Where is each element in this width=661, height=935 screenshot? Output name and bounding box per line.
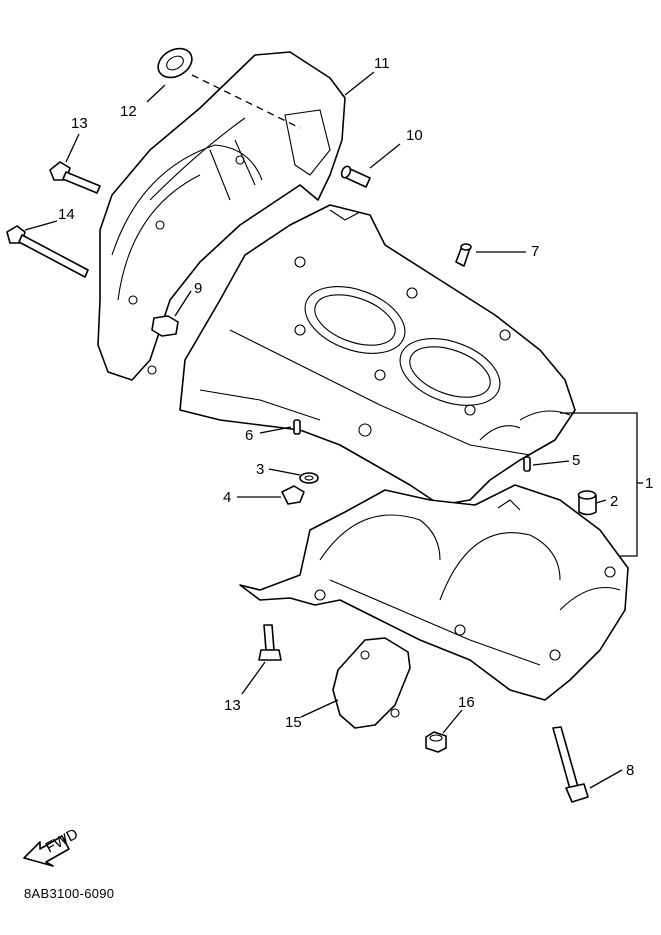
collar-9 <box>151 315 179 337</box>
callout-10: 10 <box>406 127 423 144</box>
crankcase-cover <box>97 51 346 381</box>
stud-bolt-7 <box>455 243 472 267</box>
bolt-13-upper <box>49 161 101 194</box>
pin-5 <box>523 456 531 472</box>
bolt-14 <box>6 225 89 278</box>
callout-9: 9 <box>194 280 202 297</box>
callout-5: 5 <box>572 452 580 469</box>
washer-3 <box>299 472 319 484</box>
callout-2: 2 <box>610 493 618 510</box>
bolt-4 <box>281 485 305 505</box>
leader-lines <box>24 71 643 789</box>
callout-16: 16 <box>458 694 475 711</box>
callout-3: 3 <box>256 461 264 478</box>
bolt-13-lower <box>258 624 282 661</box>
callout-6: 6 <box>245 427 253 444</box>
nut-16 <box>425 731 447 753</box>
upper-crankcase <box>179 204 576 506</box>
callout-13-upper: 13 <box>71 115 88 132</box>
callout-12: 12 <box>120 103 137 120</box>
oil-seal <box>157 47 193 79</box>
cover-plate <box>332 637 411 729</box>
callout-14: 14 <box>58 206 75 223</box>
callout-7: 7 <box>531 243 539 260</box>
pin-6 <box>293 419 301 435</box>
diagram-code: 8AB3100-6090 <box>24 886 115 901</box>
callout-8: 8 <box>626 762 634 779</box>
lower-crankcase <box>239 484 629 701</box>
callout-1: 1 <box>645 475 653 492</box>
callout-4: 4 <box>223 489 231 506</box>
callout-15: 15 <box>285 714 302 731</box>
fwd-arrow-icon: FWD <box>23 825 81 867</box>
callout-13-lower: 13 <box>224 697 241 714</box>
cap-2 <box>577 490 597 516</box>
dowel-pin-10 <box>340 165 371 188</box>
callout-11: 11 <box>374 55 390 72</box>
bolt-8 <box>552 726 589 803</box>
